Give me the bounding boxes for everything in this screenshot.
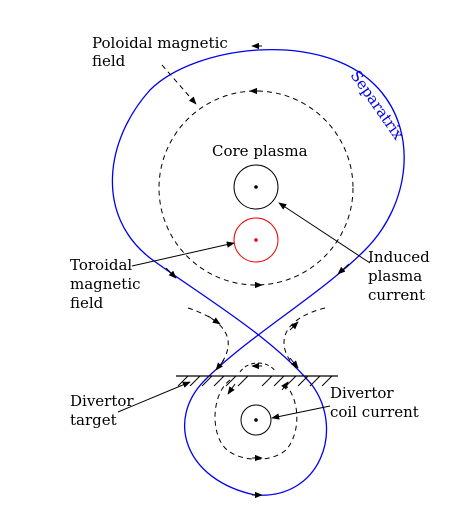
leader-induced	[278, 202, 371, 264]
leader-divertor-target	[117, 381, 191, 413]
separatrix-arrow-right	[337, 263, 350, 275]
divertor-coil-dot	[254, 418, 258, 422]
open-field-arrow-left-top	[207, 315, 221, 325]
poloidal-field-line	[158, 90, 354, 286]
open-field-arrow-right-bottom	[289, 357, 299, 369]
label-divertor-coil-current: Divertor coil current	[330, 384, 419, 421]
core-plasma-current-circle	[233, 164, 279, 210]
open-field-line-left	[187, 307, 229, 369]
label-poloidal-field: Poloidal magnetic field	[92, 34, 233, 70]
open-field-line-right	[283, 307, 326, 369]
leader-divertor-coil	[271, 405, 331, 420]
separatrix-arrow-left	[165, 267, 177, 279]
open-field-arrow-right	[289, 321, 299, 331]
label-core-plasma: Core plasma	[212, 142, 308, 160]
divertor-inner-arc	[239, 362, 277, 373]
core-plasma-dot	[254, 185, 258, 189]
label-divertor-target: Divertor target	[70, 392, 138, 429]
label-toroidal-field: Toroidal magnetic field	[70, 256, 145, 312]
divertor-side-arrow-left	[227, 383, 236, 395]
toroidal-field-dot	[254, 238, 258, 242]
separatrix-curve	[111, 49, 405, 496]
divertor-side-arrow-right	[281, 381, 289, 391]
leader-poloidal	[161, 64, 197, 105]
divertor-target-hatching	[177, 375, 333, 387]
toroidal-field-circle	[233, 217, 279, 263]
label-separatrix: Separatrix	[347, 67, 408, 144]
label-induced-plasma-current: Induced plasma current	[368, 248, 435, 304]
divertor-coil-circle	[240, 404, 272, 436]
leader-toroidal	[131, 241, 235, 267]
open-field-arrow-left	[215, 359, 225, 371]
